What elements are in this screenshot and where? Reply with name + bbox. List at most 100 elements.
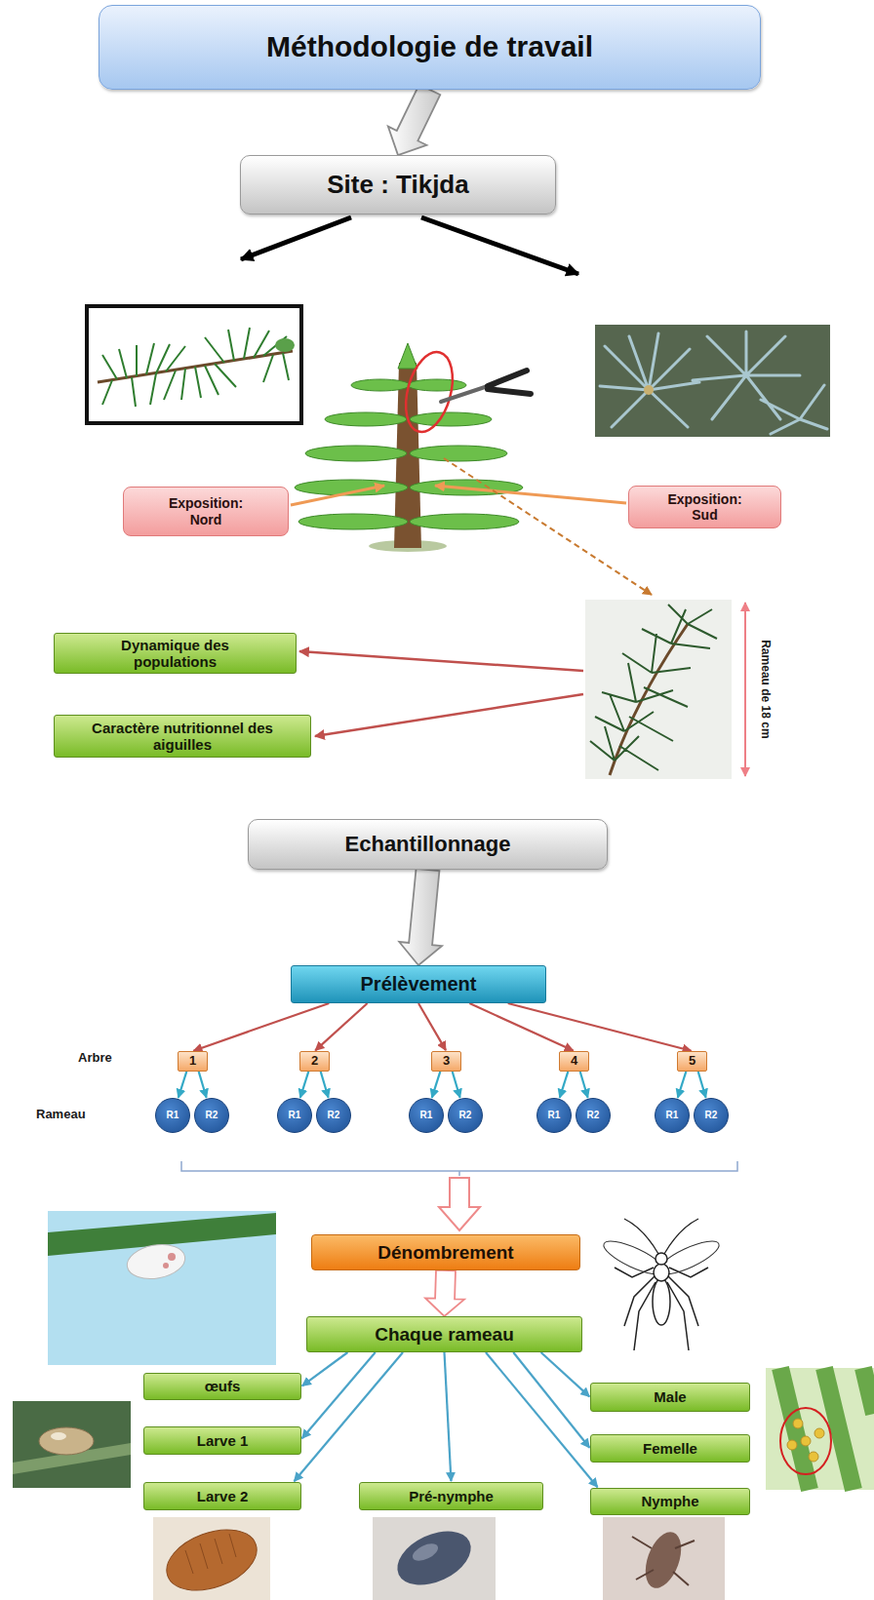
tree-branch — [324, 412, 407, 427]
flow-arrow — [677, 1072, 687, 1099]
larva-segments — [185, 1534, 237, 1575]
stage-box: œufs — [143, 1373, 302, 1401]
larva — [39, 1428, 94, 1456]
photo-frame — [765, 1368, 874, 1491]
egg — [787, 1440, 797, 1451]
node-text: 2 — [311, 1054, 318, 1070]
stage-box: Larve 2 — [143, 1482, 302, 1511]
spot — [167, 1253, 176, 1262]
node-text: Caractère nutritionnel des aiguilles — [84, 719, 280, 755]
block-arrow — [398, 869, 442, 966]
branch-circle: R2 — [693, 1098, 729, 1134]
block-arrow — [388, 84, 440, 156]
step-box: Echantillonnage — [247, 819, 608, 871]
insect-wing — [599, 1235, 669, 1282]
stage-box: Pré-nymphe — [358, 1482, 544, 1511]
node-text: Exposition: Sud — [656, 491, 755, 523]
tree-branch — [409, 445, 508, 462]
flow-arrow — [315, 1003, 367, 1051]
bud — [275, 338, 295, 353]
egg — [800, 1436, 811, 1447]
branch-circle: R2 — [447, 1098, 483, 1134]
merge-arrow — [438, 1178, 480, 1232]
node-text: R2 — [705, 1110, 718, 1122]
step-box: Prélèvement — [290, 965, 547, 1004]
node-text: R1 — [166, 1110, 180, 1122]
flow-arrow — [444, 1352, 452, 1482]
analysis-arrow — [299, 651, 584, 672]
flow-arrow — [452, 1072, 461, 1099]
larva — [158, 1518, 265, 1600]
photo-frame — [372, 1517, 496, 1600]
needles — [102, 327, 289, 407]
photo-frame — [47, 1211, 277, 1366]
stage-box: Femelle — [590, 1434, 751, 1464]
title-box: Méthodologie de travail — [98, 4, 761, 90]
prenymph — [389, 1520, 480, 1596]
flow-arrow — [418, 1003, 446, 1051]
insect-antenna — [624, 1219, 699, 1255]
insect-head — [655, 1253, 668, 1266]
split-arrow — [240, 217, 352, 260]
flow-arrow — [485, 1352, 598, 1488]
shears-handle — [487, 370, 531, 395]
step-box: Dénombrement — [311, 1234, 581, 1272]
branch-circle: R2 — [194, 1098, 230, 1134]
flow-arrow — [432, 1072, 441, 1099]
tree-number: 2 — [299, 1051, 330, 1073]
node-text: Méthodologie de travail — [266, 30, 594, 65]
photo-frame — [12, 1401, 131, 1489]
flow-arrow — [320, 1072, 329, 1099]
analysis-box: Caractère nutritionnel des aiguilles — [53, 715, 312, 758]
dimension-arrow — [744, 602, 747, 777]
node-text: Chaque rameau — [374, 1324, 515, 1347]
node-text: R1 — [548, 1110, 561, 1122]
node-text: Echantillonnage — [345, 832, 512, 857]
shears-blade — [440, 386, 488, 402]
bud — [643, 385, 654, 396]
insect-thorax — [653, 1264, 670, 1282]
node-text: R2 — [205, 1110, 219, 1122]
highlight-circle — [397, 347, 461, 438]
egg — [793, 1419, 803, 1430]
row-label: Arbre — [78, 1051, 113, 1067]
tree-number: 3 — [431, 1051, 462, 1073]
node-text: 4 — [570, 1054, 578, 1070]
analysis-arrow — [315, 694, 584, 737]
flow-arrow — [294, 1352, 404, 1482]
flow-arrow — [302, 1352, 376, 1439]
node-text: Larve 1 — [197, 1432, 249, 1450]
node-text: œufs — [204, 1378, 241, 1395]
needles — [780, 1368, 874, 1491]
node-text: 3 — [442, 1054, 450, 1070]
node-text: 1 — [189, 1054, 197, 1070]
nymph-legs — [632, 1537, 695, 1587]
node-text: Dénombrement — [377, 1242, 514, 1265]
highlight — [50, 1432, 67, 1441]
tree-branch — [407, 379, 467, 392]
node-text: Exposition: Nord — [157, 495, 255, 527]
tree-number: 4 — [558, 1051, 590, 1073]
node-text: Male — [653, 1389, 686, 1406]
node-text: R2 — [587, 1110, 600, 1122]
node-text: Nymphe — [640, 1493, 699, 1510]
highlight — [409, 1541, 440, 1566]
flow-arrow — [698, 1072, 707, 1099]
branch-circle: R2 — [316, 1098, 352, 1134]
flow-arrow — [300, 1072, 310, 1099]
exposure-box: Exposition: Sud — [628, 485, 782, 529]
dashed-arrow — [443, 458, 652, 596]
flow-arrow — [508, 1003, 692, 1052]
node-text: 5 — [688, 1054, 696, 1070]
node-text: Femelle — [642, 1440, 698, 1458]
tree-number: 5 — [676, 1051, 708, 1073]
site-box: Site : Tikjda — [239, 155, 557, 215]
needles — [590, 604, 717, 771]
tree-branch — [298, 514, 408, 530]
node-text: Site : Tikjda — [326, 170, 469, 200]
branch-circle: R1 — [536, 1098, 572, 1134]
tree-branch — [409, 412, 492, 427]
stage-box: Nymphe — [590, 1488, 751, 1516]
egg — [814, 1429, 825, 1439]
